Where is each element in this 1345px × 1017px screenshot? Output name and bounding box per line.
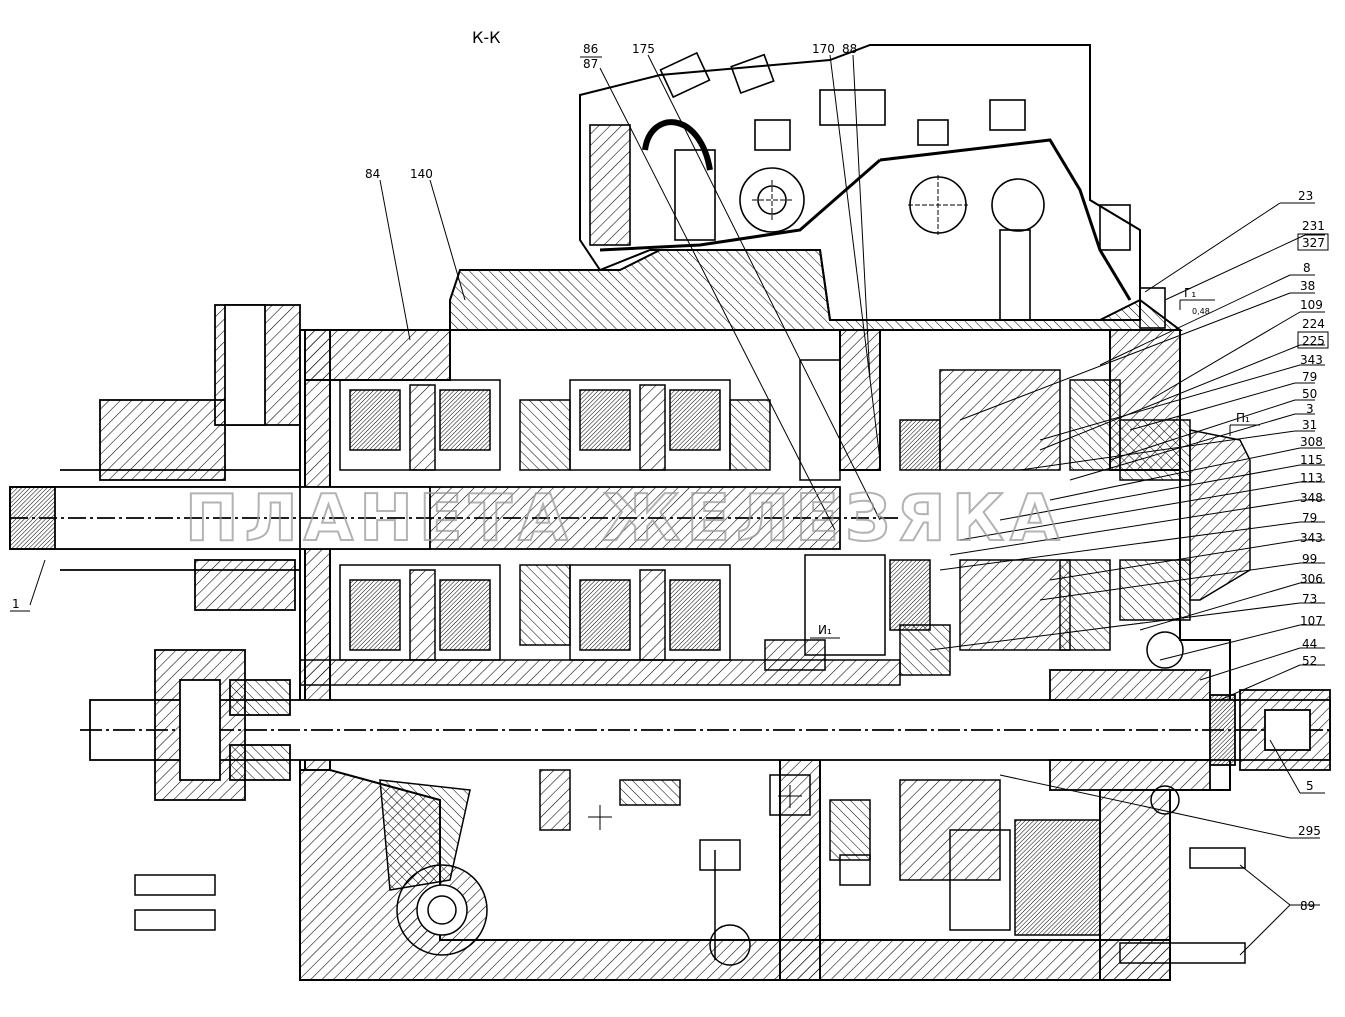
callout-86: 86 — [583, 42, 598, 56]
mounting-studs — [134, 847, 1246, 964]
callout-231: 231 — [1302, 219, 1325, 233]
callout-170: 170 — [812, 42, 835, 56]
callout-306: 306 — [1300, 572, 1323, 586]
callout-140: 140 — [410, 167, 433, 181]
callout-1: 1 — [12, 597, 20, 611]
callout-175: 175 — [632, 42, 655, 56]
clutch-packs-upper — [339, 379, 771, 471]
callout-31: 31 — [1302, 418, 1317, 432]
callout-3: 3 — [1306, 402, 1314, 416]
callout-327: 327 — [1302, 236, 1325, 250]
callout-44: 44 — [1302, 637, 1317, 651]
output-shaft — [80, 649, 1331, 801]
callout-88: 88 — [842, 42, 857, 56]
callout-295: 295 — [1298, 824, 1321, 838]
callout-8: 8 — [1303, 261, 1311, 275]
callout-23: 23 — [1298, 189, 1313, 203]
callout-38: 38 — [1300, 279, 1315, 293]
callout-343-upper: 343 — [1300, 353, 1323, 367]
callout-73: 73 — [1302, 592, 1317, 606]
leader-lines — [29, 54, 1325, 956]
callout-89: 89 — [1300, 899, 1315, 913]
section-marks: Г₁ 0,48 П₁ И₁ — [818, 286, 1250, 637]
mark-note-value: 0,48 — [1192, 307, 1210, 316]
callout-113: 113 — [1300, 471, 1323, 485]
control-valves — [589, 51, 1166, 329]
callout-225: 225 — [1302, 334, 1325, 348]
callout-84: 84 — [365, 167, 380, 181]
input-shaft — [9, 304, 900, 611]
callout-5: 5 — [1306, 779, 1314, 793]
mark-p1: П₁ — [1236, 411, 1250, 425]
callout-224: 224 — [1302, 317, 1325, 331]
centre-marks — [588, 175, 968, 830]
callout-308: 308 — [1300, 435, 1323, 449]
callout-115: 115 — [1300, 453, 1323, 467]
watermark: ПЛАНЕТА ЖЕЛЕЗЯКА — [185, 482, 1066, 556]
mark-i1: И₁ — [818, 623, 832, 637]
callout-52: 52 — [1302, 654, 1317, 668]
callout-79-upper: 79 — [1302, 370, 1317, 384]
section-title: К-К — [472, 28, 501, 47]
callout-107: 107 — [1300, 614, 1323, 628]
callout-79-lower: 79 — [1302, 511, 1317, 525]
callout-348: 348 — [1300, 491, 1323, 505]
callout-87: 87 — [583, 57, 598, 71]
callout-343-lower: 343 — [1300, 531, 1323, 545]
output-gear-train — [889, 369, 1251, 936]
callout-labels: 86 87 175 170 88 84 140 1 23 231 327 8 3… — [10, 42, 1329, 913]
callout-109: 109 — [1300, 298, 1323, 312]
callout-50: 50 — [1302, 387, 1317, 401]
mark-g1: Г₁ — [1184, 286, 1196, 300]
callout-99: 99 — [1302, 552, 1317, 566]
pump-and-valve-section — [379, 359, 886, 966]
